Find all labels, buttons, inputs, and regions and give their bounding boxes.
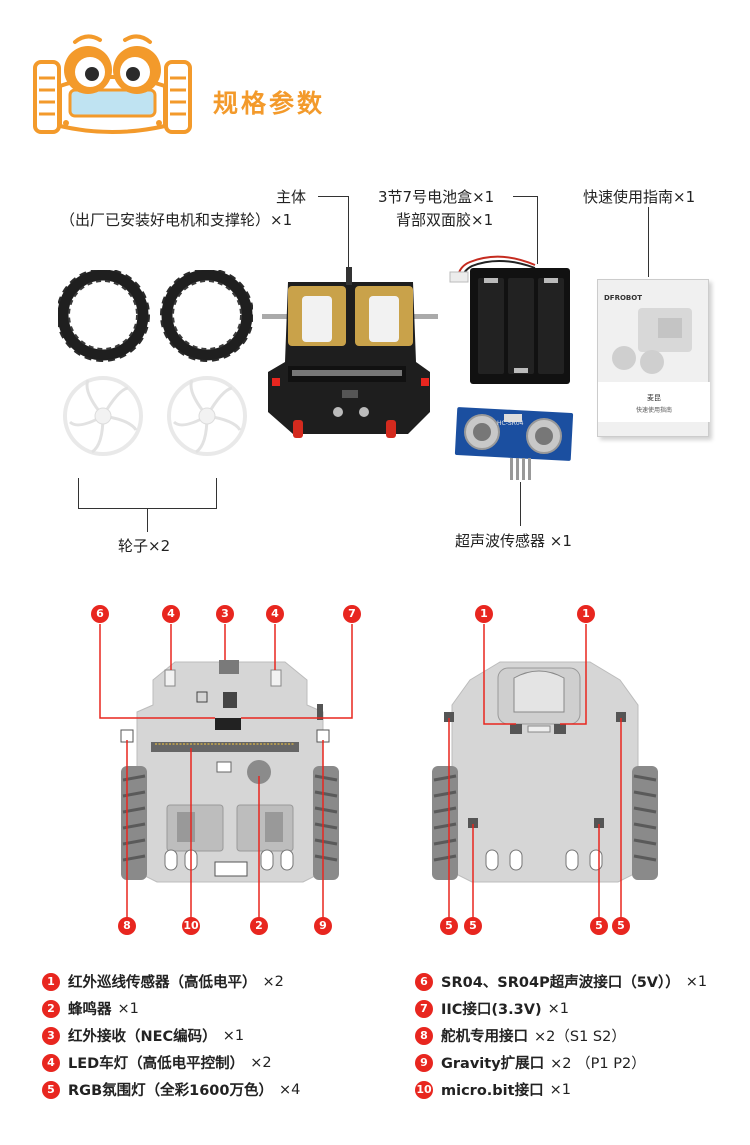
front-marker-10: 10 [182, 917, 200, 935]
page-title: 规格参数 [213, 89, 326, 118]
legend-count: ×1 [549, 1081, 571, 1098]
legend-item-9: 9 Gravity扩展口 ×2 （P1 P2） [415, 1052, 646, 1073]
legend-count: ×2 （P1 P2） [550, 1056, 646, 1072]
quick-guide-label: 快速使用指南×1 [583, 188, 696, 206]
guide-cover-title: 麦昆 [647, 394, 661, 402]
legend-count: ×1 [117, 1000, 139, 1017]
legend-count: ×4 [278, 1081, 301, 1098]
legend-marker: 7 [415, 999, 433, 1018]
legend-item-4: 4 LED车灯（高低电平控制） ×2 [42, 1052, 272, 1073]
guide-callout-v [648, 207, 649, 277]
battery-callout-h [513, 196, 537, 197]
legend-item-3: 3 红外接收（NEC编码） ×1 [42, 1025, 244, 1046]
guide-brand: DFROBOT [604, 294, 642, 302]
legend-label: micro.bit接口 [441, 1083, 544, 1099]
legend-marker: 10 [415, 1080, 433, 1099]
wheels-label: 轮子×2 [118, 537, 171, 555]
legend-count: ×2 [262, 973, 284, 990]
main-body-callout-v [348, 196, 349, 268]
battery-box-image [449, 255, 570, 384]
board-front-diagram [99, 624, 353, 918]
ultrasonic-chip-label: HC-SR04 [497, 420, 524, 427]
legend-item-6: 6 SR04、SR04P超声波接口（5V）） ×1 [415, 971, 707, 992]
legend-item-10: 10 micro.bit接口 ×1 [415, 1079, 571, 1100]
ultrasonic-callout-v [520, 482, 521, 526]
legend-label: SR04、SR04P超声波接口（5V）） [441, 975, 680, 991]
front-marker-3: 3 [216, 605, 234, 623]
legend-label: 红外接收（NEC编码） [68, 1029, 217, 1045]
front-marker-2: 2 [250, 917, 268, 935]
legend-marker: 8 [415, 1026, 433, 1045]
legend-count: ×2 [250, 1054, 272, 1071]
front-marker-7: 7 [343, 605, 361, 623]
wheel-bracket-stem [147, 508, 148, 532]
back-marker-1-right: 1 [577, 605, 595, 623]
legend-item-2: 2 蜂鸣器 ×1 [42, 998, 139, 1019]
legend-count: ×1 [222, 1027, 245, 1044]
legend-label: 蜂鸣器 [68, 1002, 112, 1018]
legend-marker: 5 [42, 1080, 60, 1099]
guide-cover-subtitle: 快速使用指南 [635, 407, 672, 414]
legend-item-7: 7 IIC接口(3.3V) ×1 [415, 998, 569, 1019]
battery-box-label: 3节7号电池盒×1 [378, 188, 495, 206]
back-marker-5-b: 5 [464, 917, 482, 935]
adhesive-label: 背部双面胶×1 [396, 211, 494, 229]
wheel-bracket-right [216, 478, 217, 508]
legend-label: 红外巡线传感器（高低电平） [68, 975, 257, 991]
front-marker-4-right: 4 [266, 605, 284, 623]
guide-cover-illustration [612, 308, 692, 374]
legend-marker: 4 [42, 1053, 60, 1072]
board-back-diagram [432, 624, 658, 918]
ultrasonic-label: 超声波传感器 ×1 [455, 532, 572, 550]
legend-item-8: 8 舵机专用接口 ×2（S1 S2） [415, 1025, 626, 1046]
battery-callout-v [537, 196, 538, 264]
back-marker-1-left: 1 [475, 605, 493, 623]
quick-guide-booklet: DFROBOT 麦昆 快速使用指南 [597, 279, 710, 437]
ultrasonic-sensor-image [454, 407, 574, 480]
legend-marker: 2 [42, 999, 60, 1018]
legend-item-5: 5 RGB氛围灯（全彩1600万色） ×4 [42, 1079, 300, 1100]
legend-label: Gravity扩展口 [441, 1056, 545, 1072]
legend-marker: 3 [42, 1026, 60, 1045]
back-marker-5-a: 5 [440, 917, 458, 935]
main-body-note: （出厂已安装好电机和支撑轮）×1 [60, 211, 293, 229]
back-marker-5-d: 5 [612, 917, 630, 935]
legend-label: 舵机专用接口 [441, 1029, 528, 1045]
legend-marker: 1 [42, 972, 60, 991]
front-marker-4-left: 4 [162, 605, 180, 623]
back-marker-5-c: 5 [590, 917, 608, 935]
legend-item-1: 1 红外巡线传感器（高低电平） ×2 [42, 971, 284, 992]
legend-marker: 9 [415, 1053, 433, 1072]
legend-count: ×1 [547, 1000, 569, 1017]
mascot-robot-icon [33, 34, 192, 134]
legend-label: RGB氛围灯（全彩1600万色） [68, 1083, 273, 1099]
front-marker-6: 6 [91, 605, 109, 623]
front-marker-9: 9 [314, 917, 332, 935]
legend-label: IIC接口(3.3V) [441, 1002, 542, 1018]
wheel-set-image [58, 270, 253, 456]
main-body-label: 主体 [275, 188, 306, 206]
main-body-image [262, 267, 438, 438]
legend-count: ×1 [685, 973, 708, 990]
wheel-bracket-left [78, 478, 79, 508]
front-marker-8: 8 [118, 917, 136, 935]
legend-count: ×2（S1 S2） [534, 1029, 626, 1045]
legend-label: LED车灯（高低电平控制） [68, 1056, 245, 1072]
main-body-callout-h [318, 196, 348, 197]
legend-marker: 6 [415, 972, 433, 991]
